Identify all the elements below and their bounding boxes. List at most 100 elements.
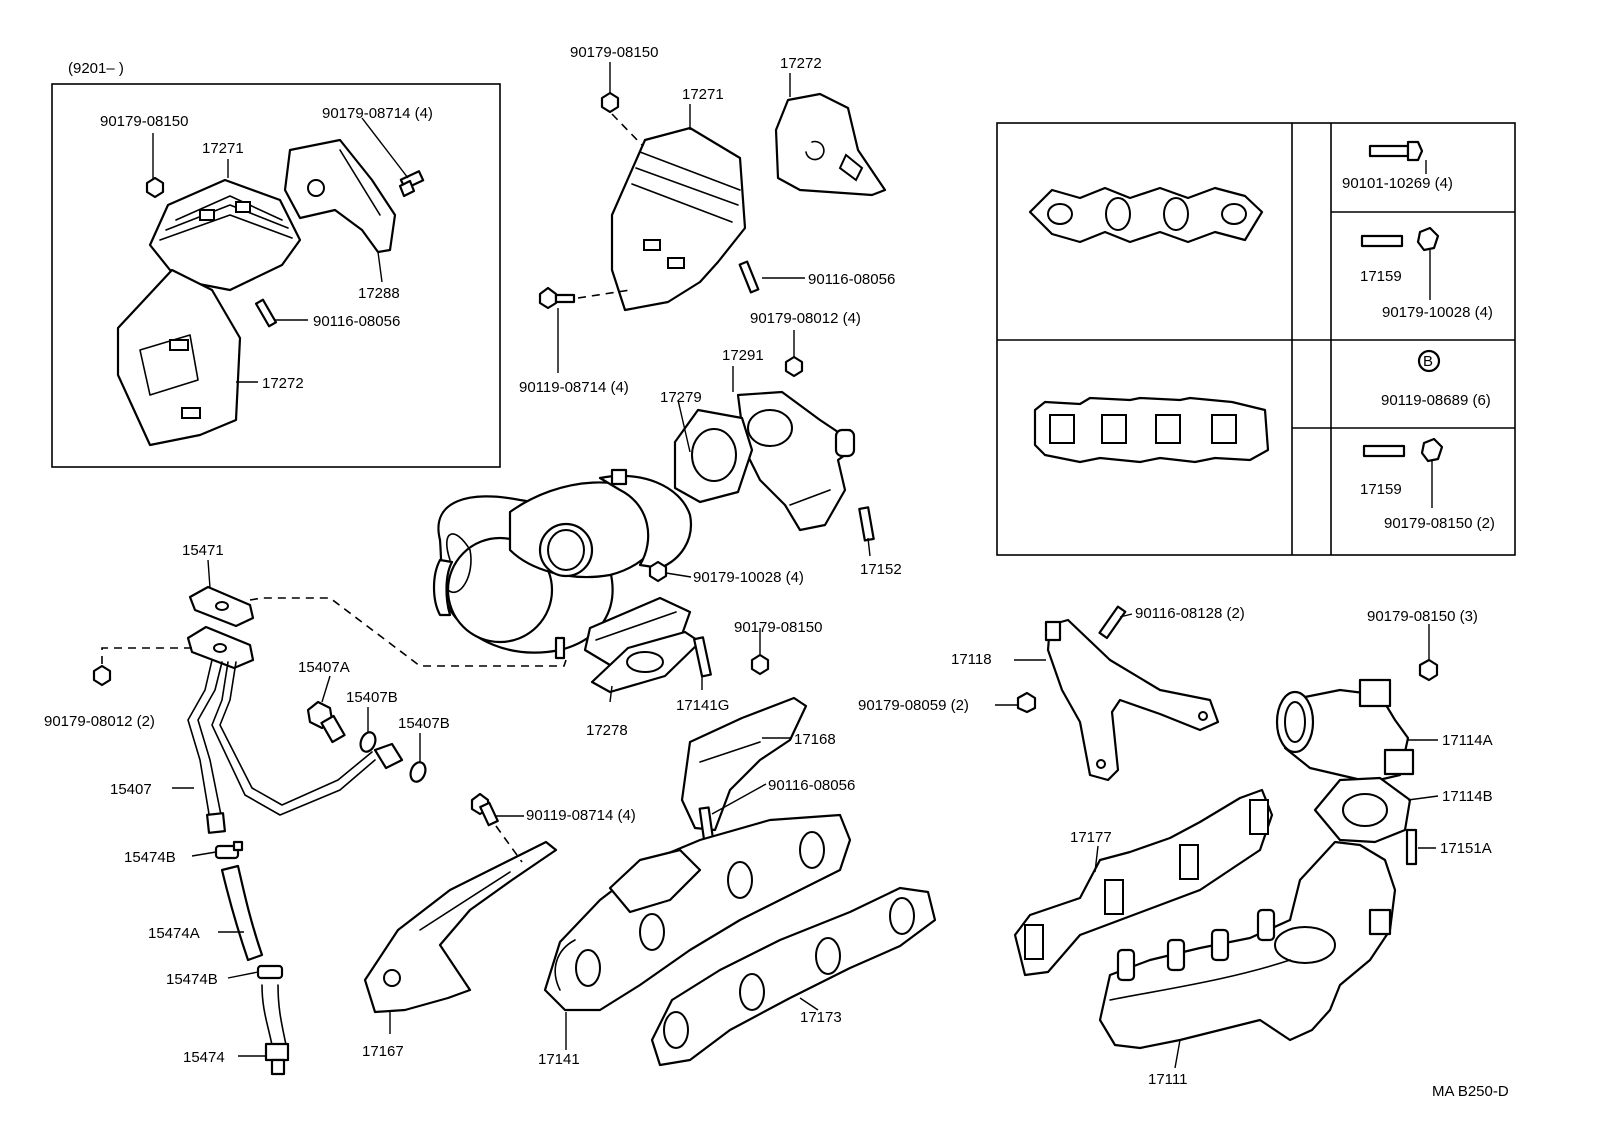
bolt-90119-08714-top [538,286,576,310]
turbocharger-assembly [432,468,693,667]
marker-b-icon [1417,349,1441,373]
label-17177: 17177 [1070,829,1112,846]
label-17151A: 17151A [1440,840,1492,857]
label-17271-inset: 17271 [202,140,244,157]
nut-90179-10028 [648,560,668,583]
gasket-upper-thumbnail [1028,186,1264,244]
nut-90179-08012-left [92,664,112,687]
label-17272-inset: 17272 [262,375,304,392]
oil-inlet-pipe-15407 [186,625,404,834]
inset-date-range: (9201– ) [68,60,124,77]
heat-insulator-17168 [680,696,808,832]
stud-17141G [693,636,712,678]
label-15474B-b: 15474B [166,971,218,988]
label-90179-08059: 90179-08059 (2) [858,697,969,714]
clamp-15474B-a [214,840,244,860]
intake-manifold-17111 [1098,840,1397,1050]
label-17118: 17118 [951,651,992,668]
label-90179-08012-left: 90179-08012 (2) [44,713,155,730]
label-90179-10028-table: 90179-10028 (4) [1382,304,1493,321]
turbine-outlet-elbow-17291 [736,390,856,532]
label-90179-08150-mid: 90179-08150 [734,619,822,636]
nut-90179-08150-top [600,91,620,114]
label-17278: 17278 [586,722,628,739]
label-17111: 17111 [1148,1071,1188,1088]
heat-insulator-17271 [610,126,747,312]
inset-heat-insulator-17272 [116,268,242,447]
gasket-lower-thumbnail [1033,396,1270,464]
stud-17151A [1405,828,1418,866]
inset-bracket-17288 [283,138,397,254]
bolt-90101-10269-icon [1368,140,1424,162]
heat-insulator-17167 [363,840,558,1014]
label-90179-08012-top: 90179-08012 (4) [750,310,861,327]
label-17141: 17141 [538,1051,580,1068]
label-15474: 15474 [183,1049,225,1066]
label-17173: 17173 [800,1009,842,1026]
diagram-code: MA B250-D [1432,1083,1509,1100]
label-90179-08150-inset: 90179-08150 [100,113,188,130]
stud-17159-b-icon [1362,444,1406,458]
exhaust-manifold-17141 [543,813,852,1012]
label-15474A: 15474A [148,925,200,942]
gasket-17173 [650,886,937,1067]
gasket-17177 [1013,788,1274,977]
label-15407: 15407 [110,781,152,798]
nut-90179-08150-icon [1420,437,1444,463]
label-90179-08150-top: 90179-08150 [570,44,658,61]
oil-outlet-pipe-15474 [261,984,290,1076]
label-90101-10269: 90101-10269 (4) [1342,175,1453,192]
stud-90116-08056-top [738,260,760,294]
label-17159-b: 17159 [1360,481,1402,498]
label-15474B-a: 15474B [124,849,176,866]
stud-90116-08128 [1098,605,1127,640]
label-17271-top: 17271 [682,86,724,103]
union-bolt-15407A [306,700,346,744]
label-15407B-b: 15407B [398,715,450,732]
label-17291: 17291 [722,347,764,364]
gasket-15471 [188,585,255,628]
bolt-90119-08714-bottom [470,792,499,827]
heat-insulator-17272 [774,92,887,197]
label-90179-08150-right: 90179-08150 (3) [1367,608,1478,625]
stud-17159-a-icon [1360,234,1404,248]
label-90116-08056-bottom: 90116-08056 [768,777,855,794]
gasket-17114B [1313,776,1412,844]
nut-90179-08059 [1016,691,1037,714]
label-90179-08714-inset: 90179-08714 (4) [322,105,433,122]
label-90119-08689: 90119-08689 (6) [1381,392,1491,409]
label-17141G: 17141G [676,697,729,714]
parts-table [996,122,1516,556]
label-90179-08150-table: 90179-08150 (2) [1384,515,1495,532]
label-17272-top: 17272 [780,55,822,72]
label-17159-a: 17159 [1360,268,1402,285]
label-90119-08714-bottom: 90119-08714 (4) [526,807,636,824]
label-90116-08128: 90116-08128 (2) [1135,605,1245,622]
inset-bolt-90179-08714 [398,170,425,198]
label-90116-08056-top: 90116-08056 [808,271,895,288]
stud-17152 [858,506,875,542]
marker-b-label: B [1423,353,1433,370]
nut-90179-08150-right [1418,658,1439,682]
clamp-15474B-b [256,964,284,980]
label-15407B-a: 15407B [346,689,398,706]
inset-box [51,83,501,468]
label-17279: 17279 [660,389,702,406]
inset-nut-90179-08150 [145,176,165,199]
label-17152: 17152 [860,561,902,578]
nut-90179-08150-mid [750,653,770,676]
label-17167: 17167 [362,1043,404,1060]
label-17288: 17288 [358,285,400,302]
label-17168: 17168 [794,731,836,748]
label-90116-08056-inset: 90116-08056 [313,313,400,330]
inset-heat-insulator-17271 [148,178,302,292]
gasket-17278 [590,630,702,694]
label-15407A: 15407A [298,659,350,676]
gasket-17279 [673,408,754,504]
elbow-17114A [1275,678,1415,784]
label-90179-10028-turbo: 90179-10028 (4) [693,569,804,586]
nut-90179-08012-top [784,355,804,378]
label-90119-08714-top: 90119-08714 (4) [519,379,629,396]
gasket-15407B-a [359,731,377,753]
